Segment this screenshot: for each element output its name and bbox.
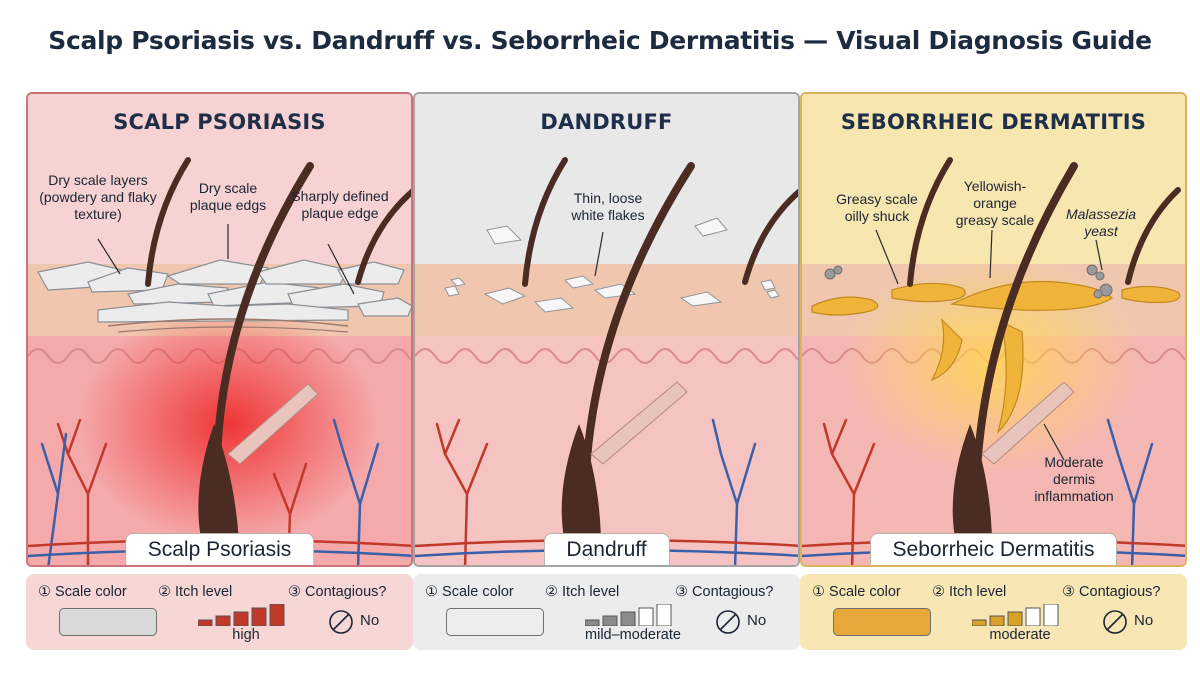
panel-caption: Seborrheic Dermatitis: [869, 533, 1118, 565]
inflammation-zone: [78, 304, 378, 544]
scale-color-swatch: [446, 608, 544, 636]
itch-bar-1: [972, 619, 987, 626]
itch-bar-5: [1043, 604, 1059, 626]
arrector-muscle: [590, 381, 688, 465]
contagious-value: No: [747, 612, 767, 629]
hair-shaft: [580, 162, 695, 518]
panel-title: SCALP PSORIASIS: [113, 110, 326, 134]
itch-bar-3: [1007, 611, 1023, 626]
malassezia-yeast: [824, 264, 1113, 299]
hair-shaft: [355, 188, 411, 285]
itch-level-meter: [972, 604, 1059, 626]
arrector-muscle: [227, 383, 319, 465]
itch-level-value: high: [232, 627, 260, 643]
annotation-sharply-defined: Sharply defined plaque edge: [291, 188, 389, 221]
contagious-value: No: [360, 612, 380, 629]
itch-bar-3: [620, 611, 636, 626]
annotation-yellowish-scale: Yellowish-orange greasy scale: [955, 178, 1035, 228]
scale-color-label: ① Scale color: [812, 584, 901, 600]
itch-level-meter: [585, 604, 672, 626]
hair-shaft: [907, 157, 953, 287]
panel-caption: Scalp Psoriasis: [124, 533, 315, 565]
contagious-label: ③ Contagious?: [1062, 584, 1161, 600]
no-sign-icon: [716, 610, 740, 634]
dandruff-skin-illustration: [415, 94, 798, 565]
itch-bar-1: [198, 619, 213, 626]
itch-bar-5: [269, 604, 285, 626]
annotation-malassezia: Malassezia yeast: [1065, 206, 1137, 239]
hair-shaft: [1125, 187, 1181, 285]
annotation-dermis-inflammation: Moderate dermis inflammation: [1034, 454, 1114, 504]
hair-shaft: [145, 157, 191, 287]
scale-color-swatch: [59, 608, 157, 636]
contagious-label: ③ Contagious?: [288, 584, 387, 600]
dandruff-panel: DANDRUFF Thin, loose white flakes Dandru…: [413, 92, 800, 567]
itch-bar-4: [1025, 607, 1041, 626]
panel-title: DANDRUFF: [540, 110, 673, 134]
itch-level-meter: [198, 604, 285, 626]
itch-bar-2: [602, 615, 618, 626]
psoriasis-skin-illustration: [28, 94, 411, 565]
panel-title: SEBORRHEIC DERMATITIS: [840, 110, 1147, 134]
psoriasis-panel: SCALP PSORIASIS Dry scale layers (powder…: [26, 92, 413, 567]
annotation-greasy-scale: Greasy scale oilly shuck: [836, 191, 918, 224]
contagious-value: No: [1134, 612, 1154, 629]
seborrheic-skin-illustration: [802, 94, 1185, 565]
itch-level-label: ② Itch level: [932, 584, 1007, 600]
hair-shaft: [522, 157, 568, 287]
no-sign-icon: [1103, 610, 1127, 634]
itch-level-value: mild–moderate: [585, 627, 681, 643]
panel-caption: Dandruff: [543, 533, 670, 565]
no-sign-icon: [329, 610, 353, 634]
page-title: Scalp Psoriasis vs. Dandruff vs. Seborrh…: [48, 26, 1152, 55]
annotation-white-flakes: Thin, loose white flakes: [571, 190, 645, 223]
contagious-label: ③ Contagious?: [675, 584, 774, 600]
itch-bar-5: [656, 604, 672, 626]
hair-shaft: [742, 188, 798, 285]
itch-level-value: moderate: [989, 627, 1051, 643]
seborrheic-summary-card: ① Scale color ② Itch level ③ Contagious?…: [800, 574, 1187, 650]
arrector-muscle: [981, 381, 1075, 465]
hair-shaft: [971, 162, 1078, 518]
itch-bar-3: [233, 611, 249, 626]
itch-bar-1: [585, 619, 600, 626]
white-flakes: [444, 217, 780, 313]
scale-color-swatch: [833, 608, 931, 636]
itch-level-label: ② Itch level: [545, 584, 620, 600]
itch-bar-2: [989, 615, 1005, 626]
hair-shaft: [212, 162, 314, 518]
itch-bar-4: [251, 607, 267, 626]
annotation-plaque-edge: Dry scale plaque edgs: [189, 180, 267, 213]
itch-bar-2: [215, 615, 231, 626]
scale-color-label: ① Scale color: [425, 584, 514, 600]
greasy-scale: [811, 280, 1181, 435]
itch-level-label: ② Itch level: [158, 584, 233, 600]
seborrheic-panel: SEBORRHEIC DERMATITIS Greasy scale oilly…: [800, 92, 1187, 567]
itch-bar-4: [638, 607, 654, 626]
scale-color-label: ① Scale color: [38, 584, 127, 600]
annotation-dry-scale-layers: Dry scale layers (powdery and flaky text…: [39, 172, 157, 222]
dandruff-summary-card: ① Scale color ② Itch level ③ Contagious?…: [413, 574, 800, 650]
psoriasis-summary-card: ① Scale color ② Itch level ③ Contagious?…: [26, 574, 413, 650]
